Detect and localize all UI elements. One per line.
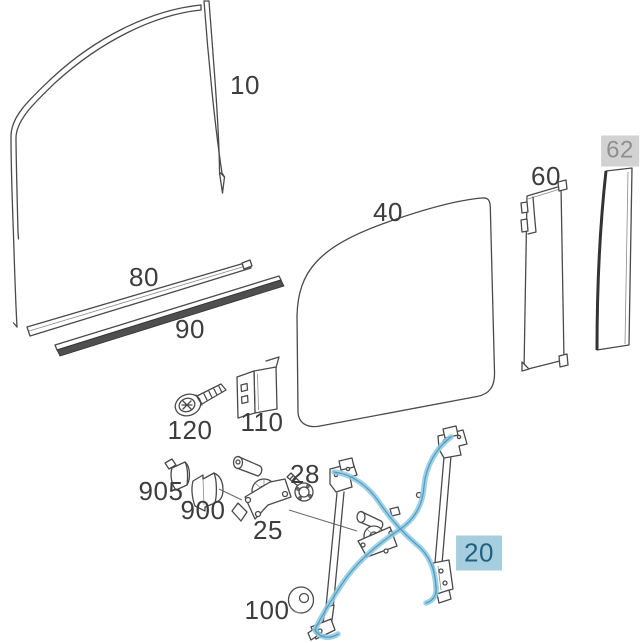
part-120-screw [174,383,227,417]
part-100-grommet [287,586,315,614]
callout-120[interactable]: 120 [167,415,213,445]
callout-80[interactable]: 80 [129,262,159,292]
callout-905[interactable]: 905 [138,476,184,506]
part-10-window-frame-seal [10,0,226,328]
callout-900[interactable]: 900 [180,495,226,525]
part-80-belt-weatherstrip-outer [26,259,253,337]
part-110-bracket [236,356,280,419]
part-40-door-window-glass [296,197,496,428]
part-20-window-regulator [307,425,468,641]
callout-25[interactable]: 25 [253,515,283,545]
cable-highlight [312,434,454,640]
part-25-regulator-motor [231,455,292,522]
callout-100[interactable]: 100 [244,595,290,625]
part-90-belt-weatherstrip-inner [54,275,285,357]
leader-900-to-motor [218,488,243,501]
callout-10[interactable]: 10 [230,70,260,100]
part-60-pillar-trim [520,179,569,372]
callout-110[interactable]: 110 [240,407,284,437]
leader-motor-to-regulator [288,509,358,532]
part-28-bolt [286,472,314,502]
callout-40[interactable]: 40 [373,197,403,227]
callout-62-highlighted[interactable]: 62 [601,135,639,167]
part-62-pillar-cover [595,167,633,351]
part-900-connector [191,472,224,512]
callout-60[interactable]: 60 [531,161,561,191]
part-905-plug [164,458,191,491]
callout-20-highlighted[interactable]: 20 [456,535,502,571]
callout-28[interactable]: 28 [290,459,320,489]
callout-90[interactable]: 90 [175,314,205,344]
